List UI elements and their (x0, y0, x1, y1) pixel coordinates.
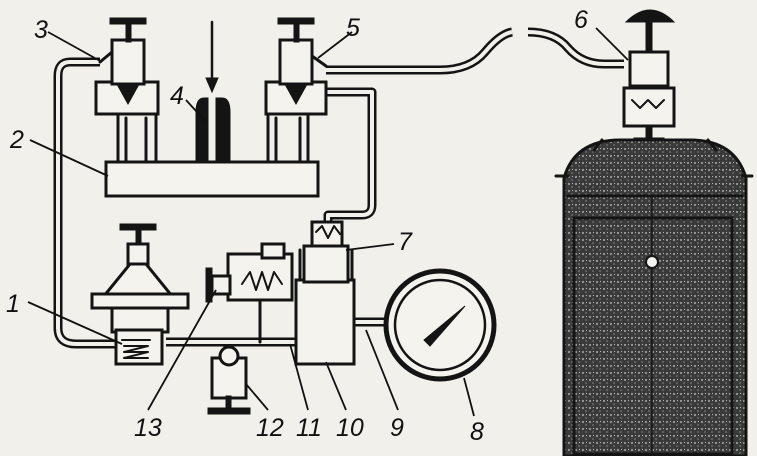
callout-8: 8 (470, 418, 484, 446)
leader-lines (27, 27, 629, 417)
callout-13: 13 (134, 414, 162, 442)
gauge-needle (423, 305, 466, 347)
callout-4: 4 (170, 82, 184, 110)
shutoff-valve-left (94, 17, 160, 116)
callout-1: 1 (6, 290, 20, 318)
manifold-risers (116, 110, 310, 164)
callout-6: 6 (574, 6, 588, 34)
drain-valve (207, 345, 251, 415)
shutoff-valve-right (264, 17, 328, 116)
callout-labels: 1 2 3 4 5 6 7 8 9 10 11 12 13 (6, 6, 588, 446)
air-inlet (195, 20, 231, 163)
callout-3: 3 (34, 16, 48, 44)
callout-12: 12 (256, 414, 284, 442)
manifold-body (104, 160, 320, 198)
relief-valve (205, 242, 294, 344)
callout-5: 5 (346, 14, 360, 42)
callout-2: 2 (9, 126, 24, 154)
distribution-block (294, 220, 356, 366)
engine-cylinder (554, 138, 754, 456)
cylinder-head-tester (622, 9, 676, 153)
pressure-regulator (90, 223, 190, 366)
pressure-gauge (383, 268, 497, 382)
pipe-network (53, 27, 624, 360)
callout-7: 7 (398, 228, 413, 256)
callout-11: 11 (296, 414, 322, 442)
callout-9: 9 (390, 414, 404, 442)
callout-10: 10 (336, 414, 364, 442)
